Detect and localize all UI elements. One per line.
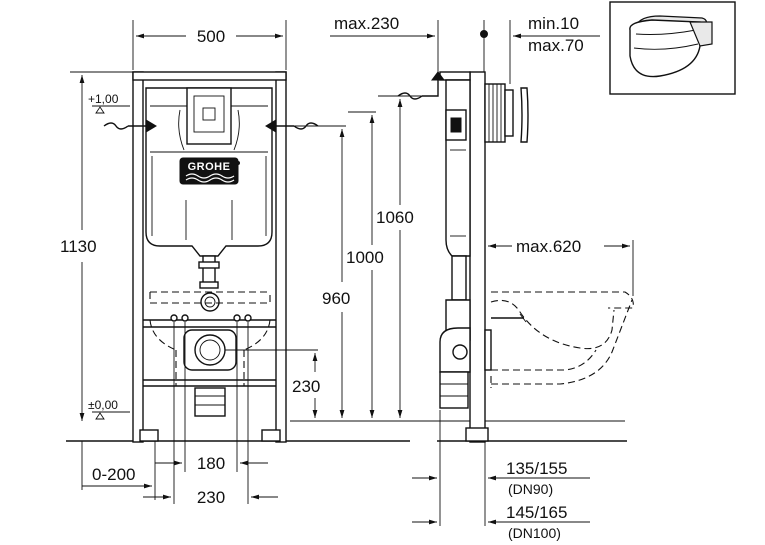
- side-bowl-dashed: [490, 291, 634, 388]
- dim-range-0-200: 0-200: [81, 441, 156, 500]
- dim-spacing-180: 180: [155, 322, 268, 473]
- dim-height-1000: 1000: [346, 111, 384, 418]
- label-level-plus: +1,00: [88, 92, 119, 106]
- label-180: 180: [197, 454, 225, 473]
- label-max-620: max.620: [516, 237, 581, 256]
- label-level-zero: ±0,00: [88, 398, 118, 412]
- dim-135-155: 135/155 (DN90): [412, 410, 590, 526]
- label-min-10: min.10: [528, 14, 579, 33]
- side-frame: [439, 71, 492, 443]
- dim-height-230: 230: [225, 349, 320, 418]
- dim-min10-max70: min.10 max.70: [509, 14, 600, 84]
- label-dn90: (DN90): [508, 481, 553, 497]
- label-960: 960: [322, 289, 350, 308]
- side-flush-plate: [484, 83, 529, 143]
- level-zero: ±0,00: [88, 398, 130, 420]
- water-connection-left: [103, 119, 157, 133]
- brand-text: GROHE: [188, 161, 231, 173]
- brand-logo: GROHE: [179, 157, 240, 185]
- label-1130: 1130: [60, 237, 97, 256]
- label-230-height: 230: [292, 377, 320, 396]
- dim-spacing-230: 230: [143, 322, 278, 507]
- dim-width-500: 500: [132, 20, 287, 70]
- dim-max-230: max.230: [330, 14, 439, 72]
- dim-145-165: 145/165 (DN100): [412, 503, 590, 541]
- flush-pipe: [198, 255, 220, 312]
- dim-max-620: max.620: [488, 237, 634, 296]
- label-230-spacing: 230: [197, 488, 225, 507]
- waste-outlet: [183, 329, 237, 417]
- label-500: 500: [197, 27, 225, 46]
- toilet-icon: [609, 1, 736, 95]
- side-axis-mark: [480, 20, 488, 72]
- side-water-connection: [397, 71, 445, 100]
- label-0-200: 0-200: [92, 465, 135, 484]
- label-145-165: 145/165: [506, 503, 567, 522]
- label-max-230: max.230: [334, 14, 399, 33]
- label-max-70: max.70: [528, 36, 584, 55]
- level-plus-one: +1,00: [88, 92, 130, 114]
- mount-bolts: [170, 314, 252, 322]
- label-dn100: (DN100): [508, 525, 561, 541]
- label-1060: 1060: [376, 208, 414, 227]
- front-frame: [132, 71, 287, 443]
- label-135-155: 135/155: [506, 459, 567, 478]
- dim-height-1130: 1130: [60, 71, 133, 421]
- label-1000: 1000: [346, 248, 384, 267]
- dim-height-1060: 1060: [376, 95, 432, 418]
- dim-height-960: 960: [292, 125, 350, 418]
